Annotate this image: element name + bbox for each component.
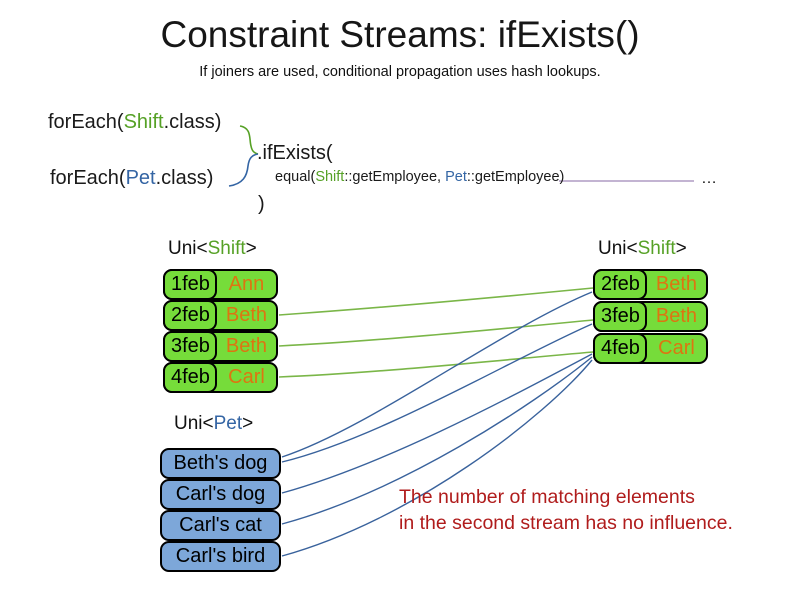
shift-row: 3feb Beth <box>593 301 708 332</box>
label-text: Uni< <box>598 238 638 259</box>
shift-row: 4feb Carl <box>593 333 708 364</box>
page-title: Constraint Streams: ifExists() <box>160 14 640 55</box>
label-text: > <box>675 238 687 259</box>
shift-row: 3feb Beth <box>163 331 278 362</box>
brace-bottom-blue <box>228 153 259 187</box>
connector-shift-4feb <box>278 351 594 378</box>
code-text: .class) <box>155 167 214 189</box>
shift-employee-cell: Beth <box>225 304 268 326</box>
pet-type-token: Pet <box>125 167 156 189</box>
code-foreach-shift: forEach(Shift.class) <box>48 111 221 134</box>
pet-type-token: Pet <box>445 169 467 185</box>
shift-type-token: Shift <box>637 238 676 259</box>
pet-row: Carl's bird <box>160 541 281 572</box>
shift-employee-cell: Ann <box>228 273 265 295</box>
shift-type-token: Shift <box>207 238 246 259</box>
code-ifexists: .ifExists( <box>257 142 333 164</box>
label-text: > <box>242 413 254 434</box>
code-equal-joiner: equal(Shift::getEmployee, Pet::getEmploy… <box>275 169 564 185</box>
code-ellipsis: … <box>701 170 717 187</box>
pet-row: Beth's dog <box>160 448 281 479</box>
brace-top-green <box>239 125 259 155</box>
connector-shift-3feb <box>278 319 594 347</box>
shift-date-cell: 1feb <box>163 269 217 300</box>
shift-row: 4feb Carl <box>163 362 278 393</box>
label-text: Uni< <box>168 238 208 259</box>
shift-date-cell: 4feb <box>163 362 217 393</box>
connector-shift-2feb <box>278 287 594 316</box>
pet-type-token: Pet <box>213 413 243 434</box>
right-shift-table-label: Uni<Shift> <box>598 238 687 260</box>
note-line: in the second stream has no influence. <box>399 512 733 534</box>
shift-row: 2feb Beth <box>163 300 278 331</box>
shift-type-token: Shift <box>123 111 164 133</box>
shift-employee-cell: Beth <box>655 273 698 295</box>
code-text: .class) <box>163 111 222 133</box>
note-text: The number of matching elements in the s… <box>399 484 779 536</box>
code-text: forEach( <box>50 167 126 189</box>
shift-employee-cell: Carl <box>228 366 265 388</box>
pet-row: Carl's cat <box>160 510 281 541</box>
pet-row: Carl's dog <box>160 479 281 510</box>
code-text: ::getEmployee) <box>466 169 565 185</box>
shift-date-cell: 2feb <box>163 300 217 331</box>
shift-employee-cell: Carl <box>658 337 695 359</box>
shift-type-token: Shift <box>315 169 345 185</box>
note-line: The number of matching elements <box>399 486 695 508</box>
shift-employee-cell: Beth <box>225 335 268 357</box>
label-text: > <box>245 238 257 259</box>
pet-list-label: Uni<Pet> <box>174 413 253 435</box>
code-foreach-pet: forEach(Pet.class) <box>50 167 213 190</box>
subtitle: If joiners are used, conditional propaga… <box>199 64 601 80</box>
shift-row: 1feb Ann <box>163 269 278 300</box>
connector-carlsdog-4feb <box>281 353 593 494</box>
code-close-paren: ) <box>258 193 265 215</box>
connector-bethsdog-3feb <box>281 323 593 463</box>
code-text: equal( <box>275 169 316 185</box>
label-text: Uni< <box>174 413 214 434</box>
shift-date-cell: 3feb <box>593 301 647 332</box>
shift-date-cell: 2feb <box>593 269 647 300</box>
shift-date-cell: 3feb <box>163 331 217 362</box>
shift-employee-cell: Beth <box>655 305 698 327</box>
shift-date-cell: 4feb <box>593 333 647 364</box>
left-shift-table-label: Uni<Shift> <box>168 238 257 260</box>
connector-bethsdog-2feb <box>281 291 593 458</box>
code-text: ::getEmployee, <box>344 169 446 185</box>
shift-row: 2feb Beth <box>593 269 708 300</box>
code-text: forEach( <box>48 111 124 133</box>
